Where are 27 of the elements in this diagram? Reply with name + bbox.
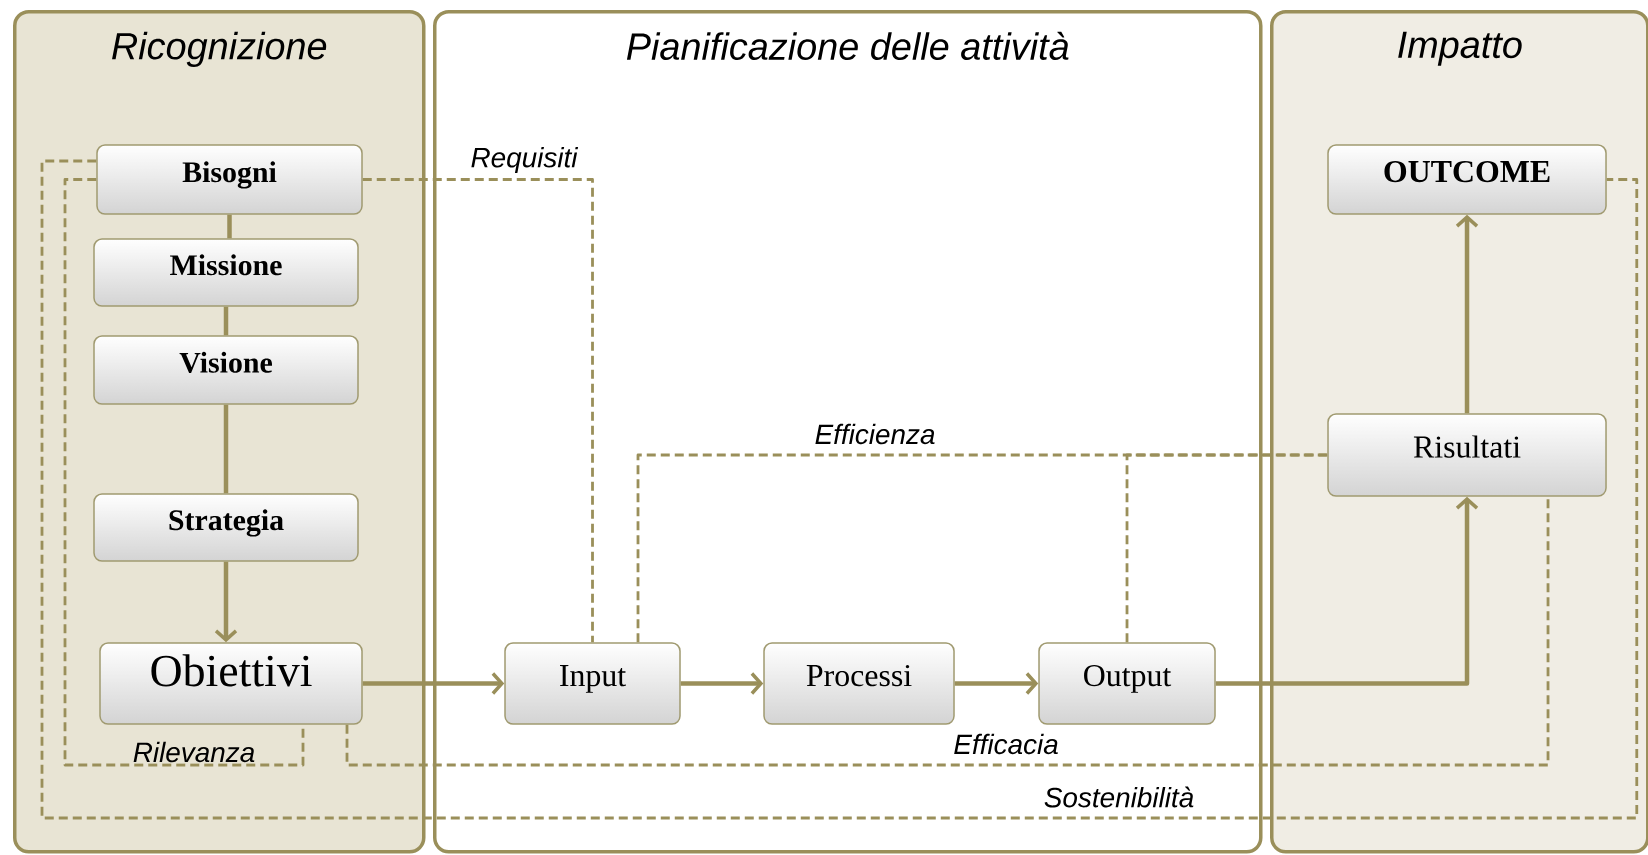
process-box: Obiettivi bbox=[99, 642, 363, 725]
arrow bbox=[1215, 496, 1479, 686]
connector-line bbox=[227, 214, 232, 239]
arrow bbox=[680, 672, 764, 695]
dashed-connector bbox=[345, 496, 1550, 767]
process-box: Missione bbox=[93, 238, 359, 307]
process-box: Processi bbox=[763, 642, 955, 725]
dashed-connector bbox=[63, 178, 305, 767]
process-box: Risultati bbox=[1327, 413, 1607, 497]
edge-label: Efficacia bbox=[952, 732, 1060, 756]
dashed-connector bbox=[1125, 453, 1328, 643]
dashed-connector bbox=[362, 178, 594, 643]
process-box: Bisogni bbox=[96, 144, 363, 215]
arrow bbox=[214, 561, 238, 643]
arrow bbox=[362, 672, 505, 695]
process-box: Output bbox=[1038, 642, 1216, 725]
process-box: Input bbox=[504, 642, 681, 725]
process-box: OUTCOME bbox=[1327, 144, 1607, 215]
arrow bbox=[954, 672, 1039, 695]
dashed-connector bbox=[40, 159, 1639, 820]
arrow bbox=[1455, 214, 1479, 414]
edge-label: Requisiti bbox=[469, 146, 579, 174]
connector-line bbox=[223, 306, 229, 336]
connector-line bbox=[223, 404, 229, 494]
process-box: Strategia bbox=[93, 493, 359, 562]
process-box: Visione bbox=[93, 335, 359, 405]
edge-label: Sostenibilità bbox=[1042, 785, 1196, 809]
